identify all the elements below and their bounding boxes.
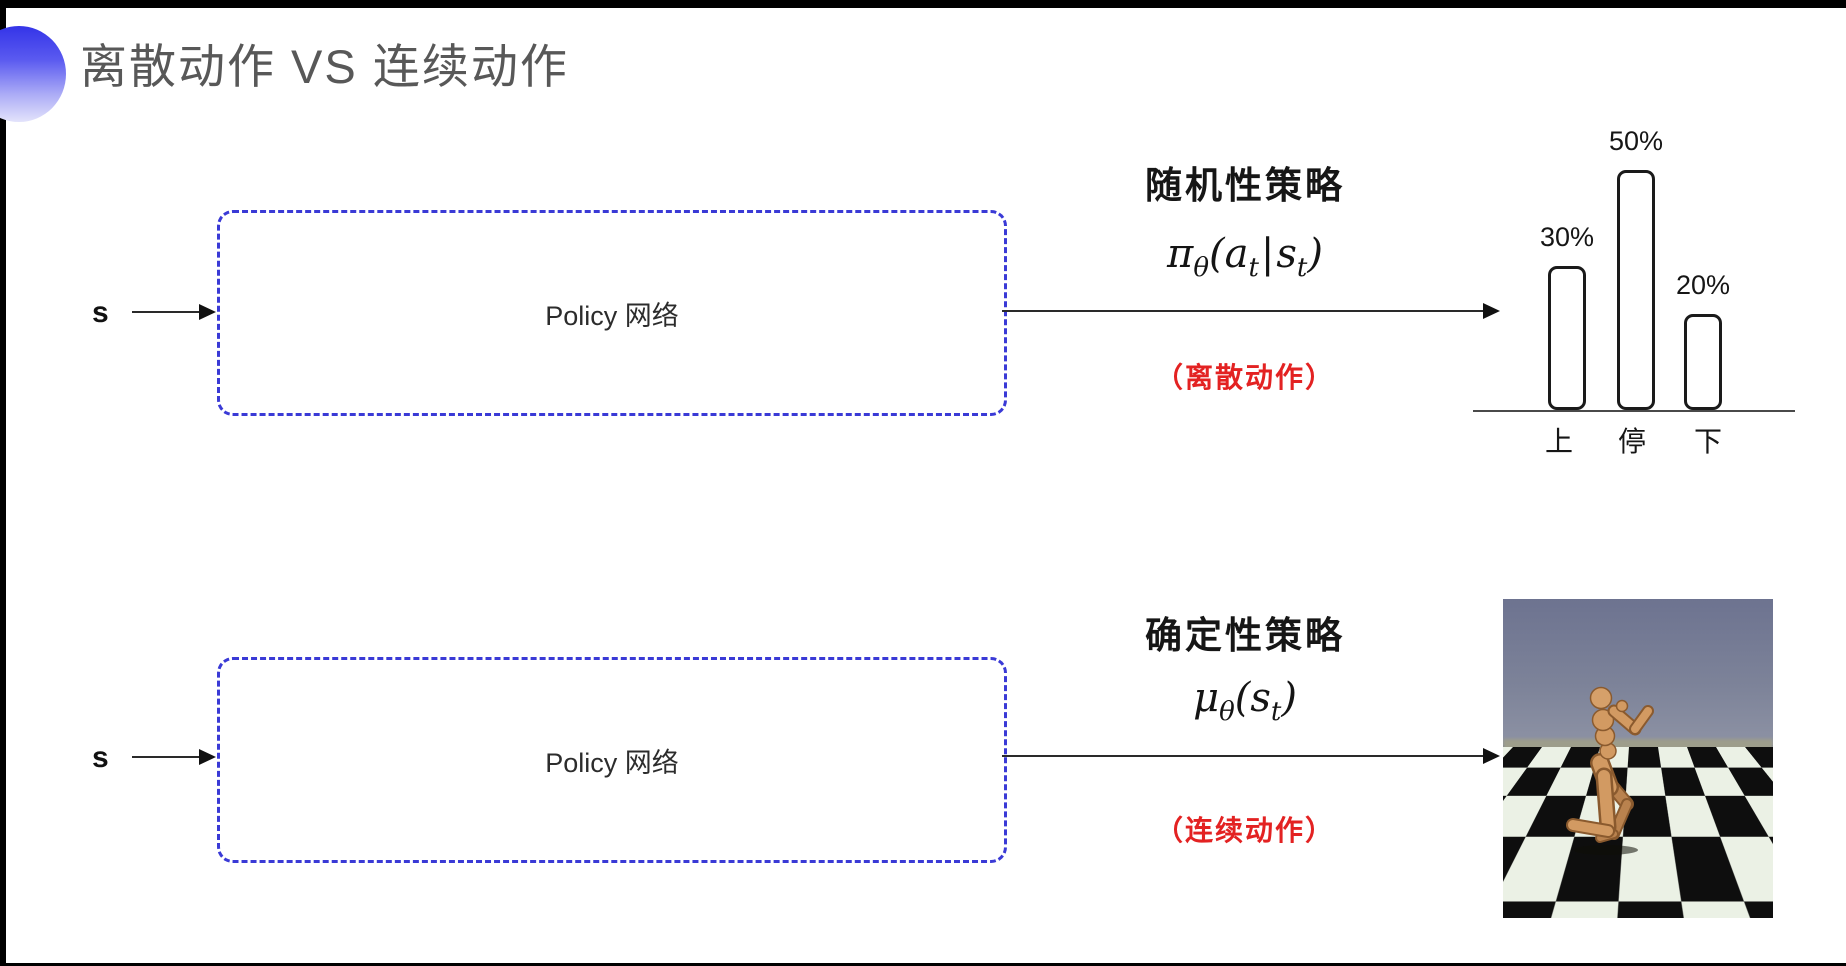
output-arrow-row2 — [1002, 755, 1488, 757]
sim-horizon — [1503, 739, 1773, 751]
stochastic-policy-title: 随机性策略 — [1145, 165, 1345, 206]
state-input-label-row1: s — [92, 296, 109, 329]
bar-column-up: 30% — [1535, 222, 1599, 410]
input-arrowhead-row1 — [199, 304, 216, 320]
continuous-action-note: （连续动作） — [1154, 815, 1335, 846]
formula-mu-subscript: θ — [1219, 697, 1235, 727]
output-arrowhead-row1 — [1483, 303, 1500, 319]
bar-column-stop: 50% — [1604, 126, 1668, 410]
formula-close-paren: ) — [1307, 231, 1323, 277]
frame-left-edge — [0, 0, 6, 966]
category-label-stop: 停 — [1617, 426, 1646, 457]
formula-mu: μ — [1193, 675, 1220, 721]
bar-value-label-down: 20% — [1675, 270, 1731, 300]
category-label-down: 下 — [1693, 426, 1722, 457]
state-input-label-row2: s — [92, 741, 109, 774]
input-arrow-row2 — [132, 756, 204, 758]
bar-stop — [1617, 170, 1655, 410]
formula-pi-subscript: θ — [1193, 253, 1209, 283]
formula-arg-s-subscript: t — [1296, 253, 1308, 283]
formula-conditional-bar: | — [1260, 231, 1275, 277]
title-bullet-decoration — [0, 26, 66, 122]
formula-arg-a-subscript: t — [1248, 253, 1259, 283]
policy-network-label-row1: Policy 网络 — [545, 300, 679, 331]
bar-column-down: 20% — [1671, 270, 1735, 410]
policy-network-label-row2: Policy 网络 — [545, 747, 679, 778]
deterministic-policy-title: 确定性策略 — [1145, 615, 1345, 656]
frame-top-edge — [0, 0, 1846, 8]
category-label-up: 上 — [1544, 426, 1573, 457]
page-title: 离散动作 VS 连续动作 — [80, 40, 569, 93]
humanoid-simulation-image — [1503, 599, 1773, 918]
input-arrow-row1 — [132, 311, 204, 313]
formula-arg-s: s — [1276, 231, 1297, 277]
policy-network-box-row1: Policy 网络 — [217, 210, 1007, 416]
formula-arg-a: a — [1224, 231, 1249, 277]
humanoid-figure — [1566, 686, 1654, 855]
bar-down — [1684, 314, 1722, 410]
formula-arg-s-subscript: t — [1270, 697, 1282, 727]
formula-close-paren: ) — [1281, 675, 1297, 721]
frame-bottom-edge — [0, 963, 1846, 966]
formula-open-paren: ( — [1208, 231, 1225, 277]
input-arrowhead-row2 — [199, 749, 216, 765]
formula-arg-s: s — [1250, 675, 1271, 721]
action-probability-bar-chart: 30% 50% 20% 上 停 下 — [1473, 105, 1795, 460]
policy-network-box-row2: Policy 网络 — [217, 657, 1007, 863]
stochastic-policy-formula: πθ(at|st) — [1060, 231, 1430, 283]
chart-baseline — [1473, 410, 1795, 412]
output-arrow-row1 — [1002, 310, 1488, 312]
formula-open-paren: ( — [1234, 675, 1251, 721]
bar-value-label-stop: 50% — [1608, 126, 1664, 156]
discrete-action-note: （离散动作） — [1154, 362, 1335, 393]
bar-value-label-up: 30% — [1539, 222, 1595, 252]
output-arrowhead-row2 — [1483, 748, 1500, 764]
bar-up — [1548, 266, 1586, 410]
formula-pi: π — [1167, 231, 1194, 277]
deterministic-policy-formula: μθ(st) — [1060, 675, 1430, 727]
